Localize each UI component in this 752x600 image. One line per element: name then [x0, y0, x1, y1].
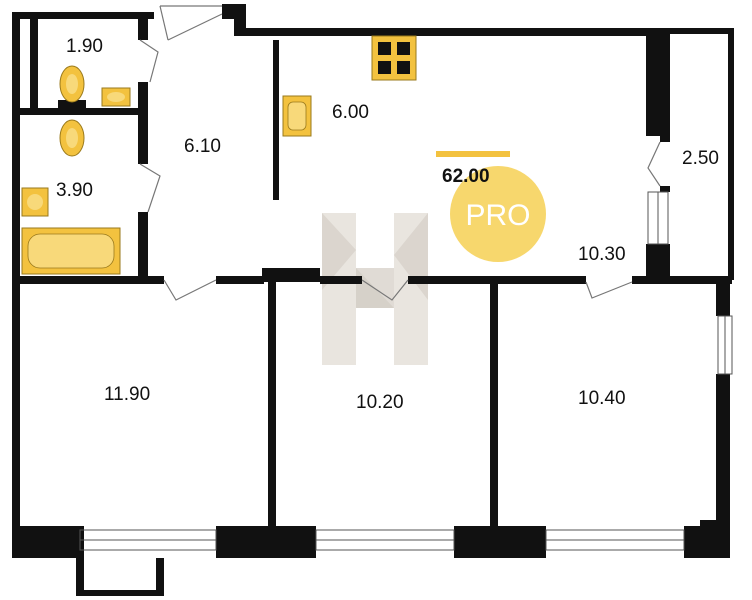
- room-area-wc: 1.90: [66, 36, 103, 57]
- toilet-wc: [58, 65, 86, 114]
- kitchen-sink: [282, 95, 312, 137]
- pro-badge-text: PRO: [465, 199, 530, 232]
- room-area-kitchen: 6.00: [332, 102, 369, 123]
- room-area-corridor: 6.10: [184, 136, 221, 157]
- pro-badge: [450, 166, 546, 262]
- room-area-balcony: 2.50: [682, 148, 719, 169]
- walls: [12, 4, 734, 596]
- bathroom-sink: [21, 187, 49, 217]
- bathtub: [21, 227, 121, 275]
- room-area-bathroom: 3.90: [56, 180, 93, 201]
- total-area-underline: [436, 151, 510, 157]
- room-area-living: 10.30: [578, 244, 626, 265]
- room-area-bedroom-2: 10.20: [356, 392, 404, 413]
- room-area-bedroom-3: 10.40: [578, 388, 626, 409]
- toilet-bathroom: [59, 119, 85, 157]
- total-area: 62.00: [442, 166, 490, 187]
- windows: [79, 191, 733, 551]
- kitchen-stove: [371, 35, 417, 81]
- wc-sink: [101, 87, 131, 107]
- doors: [139, 5, 661, 301]
- room-area-bedroom-1: 11.90: [104, 384, 150, 405]
